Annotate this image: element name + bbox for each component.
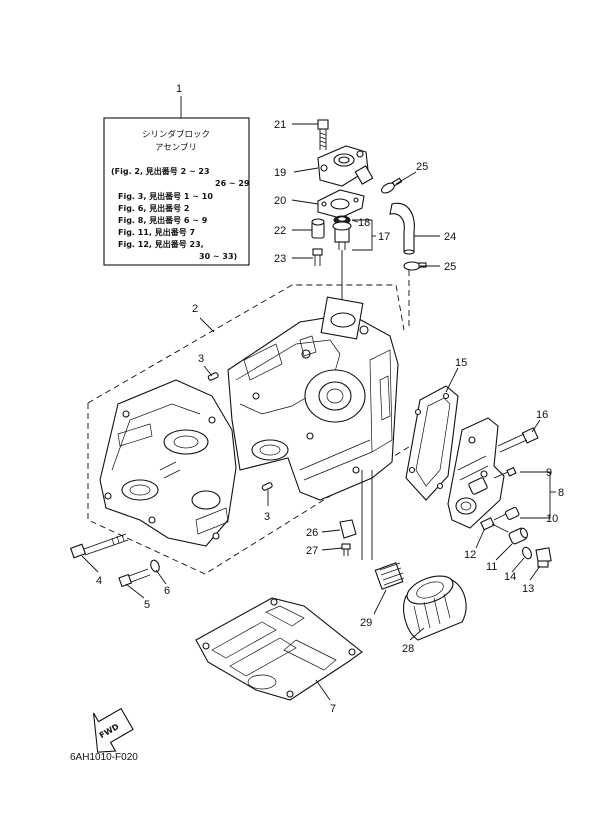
callout-24: 24 <box>444 231 456 243</box>
gasket-20 <box>317 189 365 219</box>
callout-29: 29 <box>360 617 372 629</box>
screw-9 <box>493 466 517 479</box>
callout-15: 15 <box>455 357 467 369</box>
info-box-line-4: Fig. 6, 見出番号 2 <box>118 203 190 213</box>
union-29 <box>374 562 405 590</box>
info-box-title-line2: アセンブリ <box>155 142 197 153</box>
oil-pump-bracket <box>447 417 505 529</box>
callout-23: 23 <box>274 253 286 265</box>
thermostat-cover-19 <box>317 145 374 187</box>
callout-18: 18 <box>358 217 370 229</box>
bolt-12 <box>480 517 509 533</box>
bolt-5 <box>118 568 151 588</box>
exhaust-cover-15 <box>405 385 459 501</box>
screw-23 <box>312 248 323 266</box>
callout-22: 22 <box>274 225 286 237</box>
thermostat-17 <box>332 221 352 250</box>
thermostat-assembly <box>311 119 374 300</box>
info-box-title-line1: シリンダブロック <box>142 129 210 140</box>
screw-27 <box>341 543 351 556</box>
oil-filter-28 <box>403 575 467 641</box>
drain-plug-13 <box>535 547 552 568</box>
callout-11: 11 <box>486 561 497 573</box>
gasket-7 <box>195 597 363 701</box>
info-box-line-2: 26 ~ 29 <box>215 179 250 188</box>
bolt-16 <box>497 427 539 453</box>
callout-3-upper: 3 <box>198 353 204 365</box>
callout-20: 20 <box>274 195 286 207</box>
clamp-25-upper <box>381 177 403 194</box>
info-box-line-3: Fig. 3, 見出番号 1 ~ 10 <box>118 191 213 201</box>
o-ring-14 <box>522 546 532 560</box>
bolt-21 <box>317 119 329 150</box>
callout-1: 1 <box>176 83 182 95</box>
callout-27: 27 <box>306 545 318 557</box>
callout-2: 2 <box>192 303 198 315</box>
bracket-26 <box>339 519 357 539</box>
callout-26: 26 <box>306 527 318 539</box>
info-box-line-6: Fig. 11, 見出番号 7 <box>118 227 195 237</box>
callout-16: 16 <box>536 409 548 421</box>
callout-17: 17 <box>378 231 390 243</box>
callout-4: 4 <box>96 575 102 587</box>
anode-22 <box>311 218 325 239</box>
screw-10 <box>493 506 520 521</box>
callout-8: 8 <box>558 487 564 499</box>
callout-6: 6 <box>164 585 170 597</box>
hose-24 <box>389 202 415 255</box>
dowel-pin-3-lower <box>261 482 273 491</box>
callout-5: 5 <box>144 599 150 611</box>
info-box-line-8: 30 ~ 33) <box>199 252 237 261</box>
callout-13: 13 <box>522 583 534 595</box>
washer-6 <box>150 559 160 573</box>
callout-21: 21 <box>274 119 286 131</box>
pin-8 <box>468 477 488 495</box>
callout-25-upper: 25 <box>416 161 428 173</box>
callout-3-lower: 3 <box>264 511 270 523</box>
info-box-line-1: (Fig. 2, 見出番号 2 ~ 23 <box>111 166 210 176</box>
crankcase <box>99 379 237 547</box>
callout-14: 14 <box>504 571 516 583</box>
callout-28: 28 <box>402 643 414 655</box>
callout-10: 10 <box>546 513 558 525</box>
assembly-dashed-outline <box>87 284 421 575</box>
callout-7: 7 <box>330 703 336 715</box>
bolt-4 <box>69 533 129 559</box>
callout-leaders <box>81 123 556 701</box>
cylinder-block-2 <box>227 296 399 501</box>
info-box-line-5: Fig. 8, 見出番号 6 ~ 9 <box>118 215 208 225</box>
sleeve-11 <box>508 527 528 545</box>
info-box-line-7: Fig. 12, 見出番号 23, <box>118 239 204 249</box>
callout-numbers: 2 3 3 4 5 6 7 8 9 10 11 12 13 14 15 16 1… <box>96 119 564 715</box>
callout-25-lower: 25 <box>444 261 456 273</box>
fwd-arrow-icon: FWD <box>92 707 134 753</box>
callout-12: 12 <box>464 549 476 561</box>
callout-19: 19 <box>274 167 286 179</box>
assembly-info-box: 1 シリンダブロック アセンブリ (Fig. 2, 見出番号 2 ~ 23 26… <box>103 83 250 266</box>
drawing-code: 6AH1010-F020 <box>70 752 138 763</box>
dowel-pin-3-upper <box>207 372 219 381</box>
callout-9: 9 <box>546 467 552 479</box>
